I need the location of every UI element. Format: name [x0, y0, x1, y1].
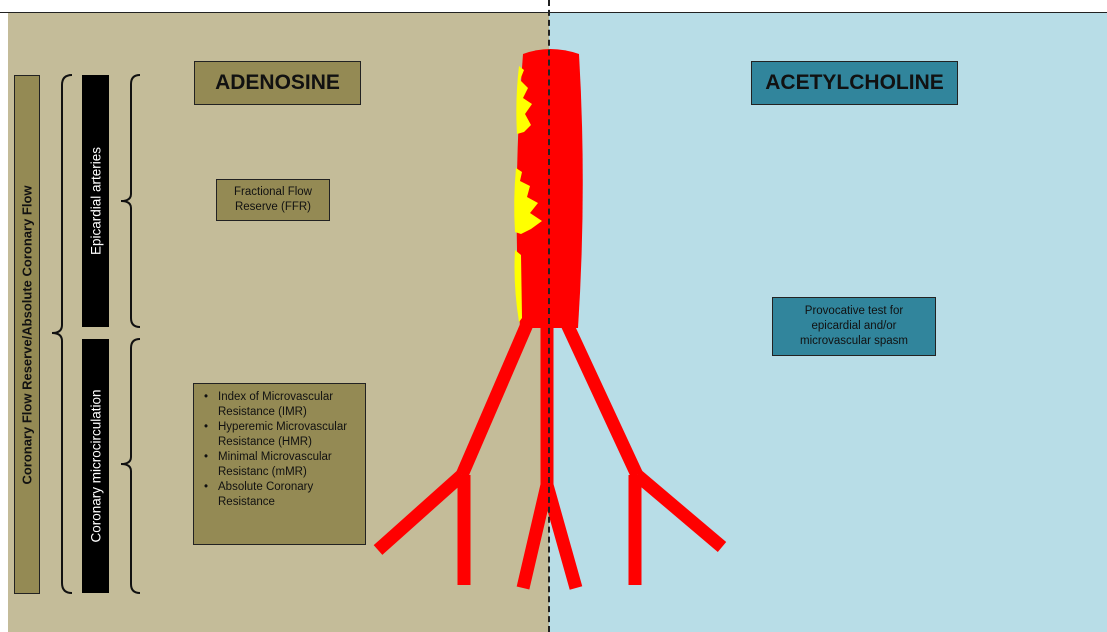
index-item: Index of Microvascular Resistance (IMR) — [218, 390, 359, 420]
epicardial-arteries-label: Epicardial arteries — [82, 75, 109, 327]
index-item: Absolute Coronary Resistance — [218, 480, 359, 510]
index-item: Minimal Microvascular Resistanc (mMR) — [218, 450, 359, 480]
plaque — [515, 250, 523, 322]
branch-left — [462, 322, 528, 475]
provocative-test-box: Provocative test for epicardial and/or m… — [772, 297, 936, 356]
branch-right-outer — [637, 475, 722, 547]
branch-center-left — [523, 485, 547, 588]
epicardial-bracket — [121, 75, 140, 327]
acetylcholine-header: ACETYLCHOLINE — [751, 61, 958, 105]
index-item: Hyperemic Microvascular Resistance (HMR) — [218, 420, 359, 450]
adenosine-header: ADENOSINE — [194, 61, 361, 105]
ffr-box: Fractional Flow Reserve (FFR) — [216, 179, 330, 221]
indices-list: Index of Microvascular Resistance (IMR) … — [198, 390, 359, 510]
branch-right — [566, 322, 637, 475]
microvascular-indices-box: Index of Microvascular Resistance (IMR) … — [193, 383, 366, 545]
branch-left-outer — [378, 475, 462, 550]
divider-line — [548, 0, 550, 632]
vessel-branches — [378, 322, 722, 588]
coronary-microcirculation-label: Coronary microcirculation — [82, 339, 109, 593]
coronary-flow-reserve-label: Coronary Flow Reserve/Absolute Coronary … — [14, 75, 40, 594]
microcirculation-bracket — [121, 339, 140, 593]
outer-bracket — [52, 75, 72, 593]
branch-center-right — [547, 485, 576, 588]
